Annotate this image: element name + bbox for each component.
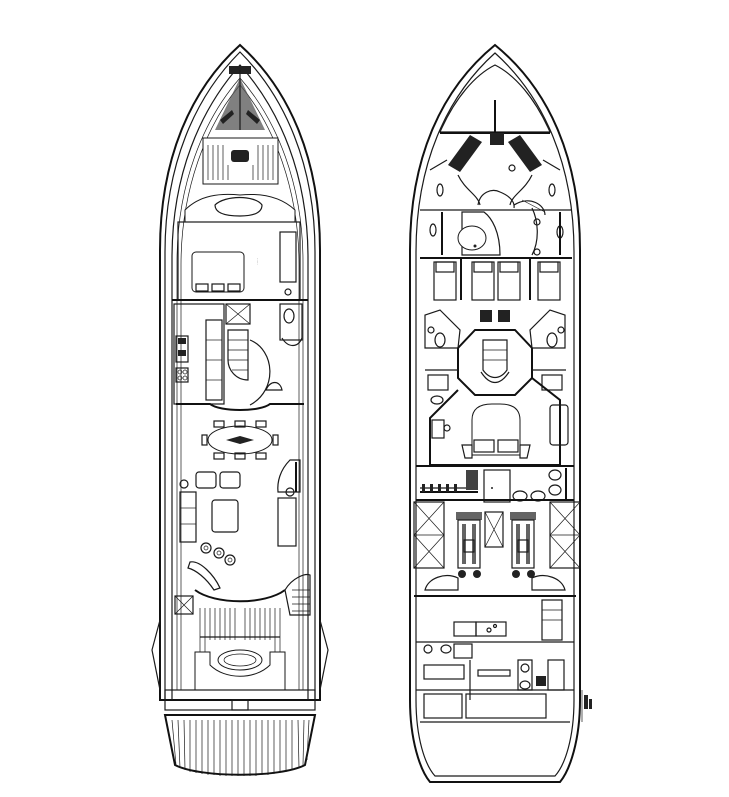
bow-lounge-curve [184,193,296,223]
saloon-aft-bulkhead [194,589,286,603]
bunk-port [448,135,482,172]
swim-platform-slats [171,719,310,776]
bunk-starboard [508,135,542,172]
engine-starboard [510,512,536,578]
lower-foyer [457,329,533,396]
lower-stairs [420,470,478,493]
dining-table-set [201,420,279,460]
aft-locker [174,595,194,615]
saloon-lounge [179,471,297,591]
sunpad-slats [207,145,274,180]
master-wardrobe [279,231,297,283]
engine-room [413,501,581,591]
foredeck-hatch [231,150,249,162]
bathtub [457,225,487,251]
main-stairwell [225,303,283,406]
swim-platform [163,714,317,776]
master-bed [191,251,245,293]
lower-deck-plan [409,43,592,783]
lower-hull-outline [409,43,581,783]
owner-bath [483,468,567,503]
crew-quarters [416,599,574,723]
engine-port [456,512,482,578]
svg-text:·····: ····· [255,258,260,265]
anchor-right [246,110,260,124]
dimension-marker [581,690,592,722]
side-deck-teak [176,77,304,690]
day-head [279,303,303,341]
coffee-table [211,499,239,533]
guest-cabins-row [433,258,561,322]
sofa-starboard [277,497,297,547]
owner-sofa [549,404,569,446]
aft-seating [194,651,286,691]
vip-bath [461,211,501,256]
aft-table [217,649,263,671]
aft-stairs-starboard [292,589,310,612]
main-deck-plan: ····· [151,43,329,776]
main-hull-outline [159,43,321,701]
aft-cockpit-teak [199,608,281,690]
anchor-left [220,110,234,124]
galley [173,303,225,405]
owner-bed [471,403,521,456]
